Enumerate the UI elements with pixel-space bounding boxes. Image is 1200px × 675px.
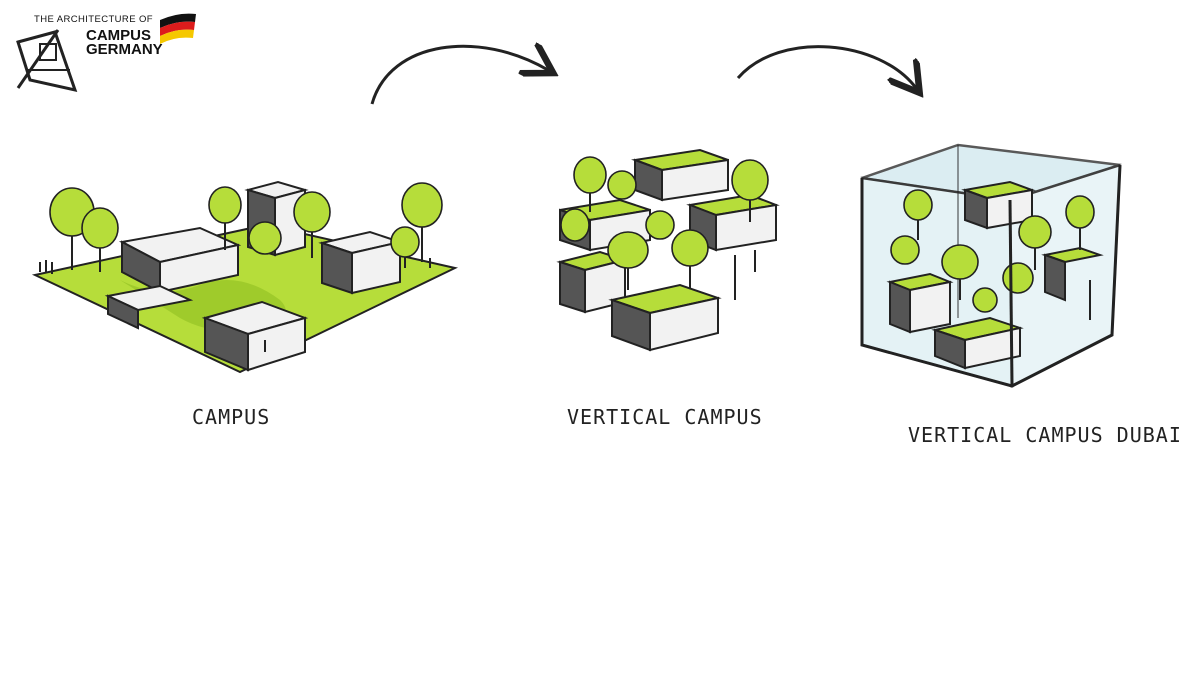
vertical-campus-dubai-sketch	[860, 143, 1122, 389]
arrow-vertical-to-dubai	[736, 45, 916, 88]
logo-top-line: THE ARCHITECTURE OF	[34, 14, 153, 25]
caption-vertical-campus: VERTICAL CAMPUS	[567, 405, 763, 429]
logo-mark-icon	[16, 13, 196, 93]
campus-sketch	[31, 180, 459, 374]
arrow-campus-to-vertical	[370, 46, 548, 105]
logo-line-germany: GERMANY	[86, 41, 163, 58]
logo-line-campus: CAMPUS	[86, 27, 152, 44]
vertical-campus-sketch	[556, 148, 780, 352]
caption-vertical-campus-dubai: VERTICAL CAMPUS DUBAI	[908, 423, 1182, 447]
caption-campus: CAMPUS	[192, 405, 271, 429]
